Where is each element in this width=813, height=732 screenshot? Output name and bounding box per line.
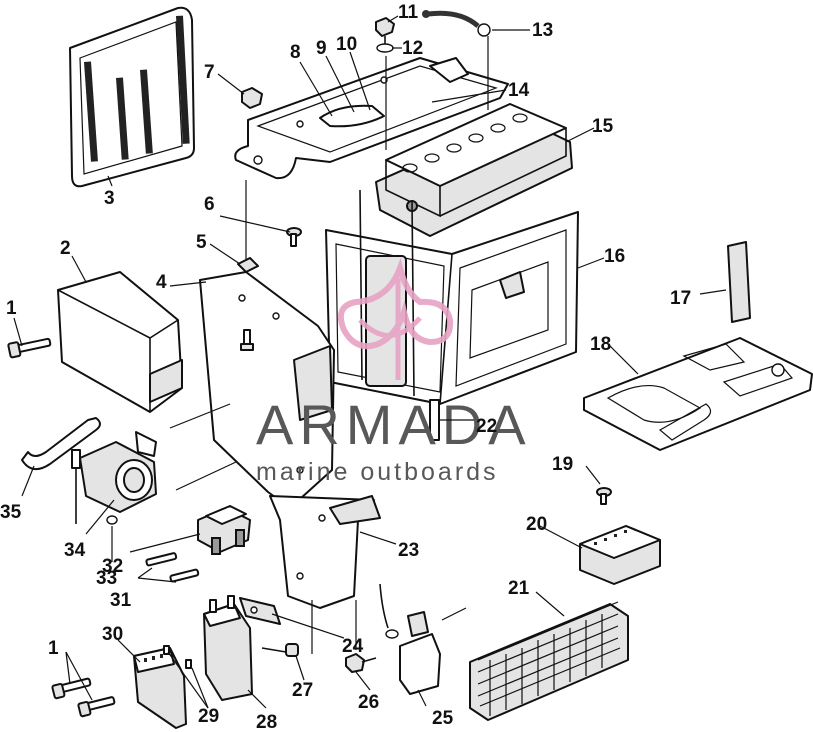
part-26-nut — [345, 653, 377, 673]
callout-6: 6 — [204, 194, 215, 215]
part-14-top-bracket — [234, 57, 509, 180]
callout-14: 14 — [508, 80, 530, 101]
callout-33: 33 — [96, 568, 117, 589]
part-34-solenoid — [71, 431, 157, 524]
callout-27: 27 — [292, 680, 313, 701]
callout-10: 10 — [336, 34, 357, 55]
callout-18: 18 — [590, 334, 611, 355]
part-30-module — [133, 647, 187, 729]
callout-4: 4 — [156, 272, 167, 293]
callout-1-lower: 1 — [48, 638, 59, 659]
watermark-tagline: marine outboards — [256, 458, 499, 486]
watermark-logo — [338, 257, 454, 380]
callout-25: 25 — [432, 708, 454, 729]
callout-22: 22 — [476, 416, 497, 437]
callout-8: 8 — [290, 42, 301, 63]
part-1-bolt-upper — [7, 337, 52, 359]
callout-21: 21 — [508, 578, 530, 599]
callout-leaders — [13, 15, 727, 709]
part-20-block — [579, 525, 661, 585]
callout-26: 26 — [358, 692, 379, 713]
part-2-control-box — [57, 271, 183, 413]
callout-31: 31 — [110, 590, 132, 611]
part-21-heat-sink — [469, 601, 629, 721]
callout-1-upper: 1 — [6, 298, 17, 319]
callout-2: 2 — [60, 238, 71, 259]
part-11-12-nut-washer — [375, 17, 395, 53]
part-22-rod — [429, 399, 440, 441]
callout-17: 17 — [670, 288, 691, 309]
callout-5: 5 — [196, 232, 207, 253]
callout-16: 16 — [604, 246, 625, 267]
part-4-screw — [240, 329, 254, 351]
part-5-clip — [237, 257, 259, 273]
part-29-pins — [163, 645, 192, 669]
part-4-mounting-bracket — [199, 271, 335, 509]
part-32-connector — [197, 505, 251, 555]
callout-11: 11 — [398, 2, 419, 23]
callout-28: 28 — [256, 712, 277, 732]
callout-9: 9 — [316, 38, 327, 59]
callout-29: 29 — [198, 706, 219, 727]
part-35-clamp — [21, 417, 101, 471]
part-6-screw — [286, 227, 302, 247]
callout-30: 30 — [102, 624, 123, 645]
part-33-washer — [106, 515, 118, 525]
callout-7: 7 — [204, 62, 215, 83]
part-16-battery-frame — [325, 189, 579, 405]
part-31-screws — [145, 552, 200, 583]
part-24-plate — [239, 597, 281, 625]
callout-32: 32 — [102, 556, 123, 577]
callout-labels: 1 1 2 3 4 5 6 7 8 9 10 11 12 13 14 15 16… — [0, 2, 691, 732]
part-7-nut — [241, 87, 263, 109]
callout-13: 13 — [532, 20, 553, 41]
callout-20: 20 — [526, 514, 547, 535]
callout-3: 3 — [104, 188, 115, 209]
callout-23: 23 — [398, 540, 419, 561]
part-23-lower-bracket — [269, 495, 381, 609]
assembly-lines — [169, 36, 489, 654]
part-17-pad — [727, 241, 751, 323]
part-18-base-tray — [583, 337, 813, 451]
callout-15: 15 — [592, 116, 614, 137]
part-25-relay — [379, 583, 441, 695]
callout-12: 12 — [402, 38, 423, 59]
callout-24: 24 — [342, 636, 364, 657]
part-28-module — [203, 595, 253, 701]
part-27-bolt — [261, 643, 299, 657]
part-19-screw — [596, 487, 612, 505]
callout-34: 34 — [64, 540, 86, 561]
part-13-cable — [422, 10, 491, 37]
callout-19: 19 — [552, 454, 573, 475]
part-3-slotted-cover — [69, 6, 195, 188]
watermark-brand: ARMADA — [256, 393, 532, 456]
callout-35: 35 — [0, 502, 22, 523]
